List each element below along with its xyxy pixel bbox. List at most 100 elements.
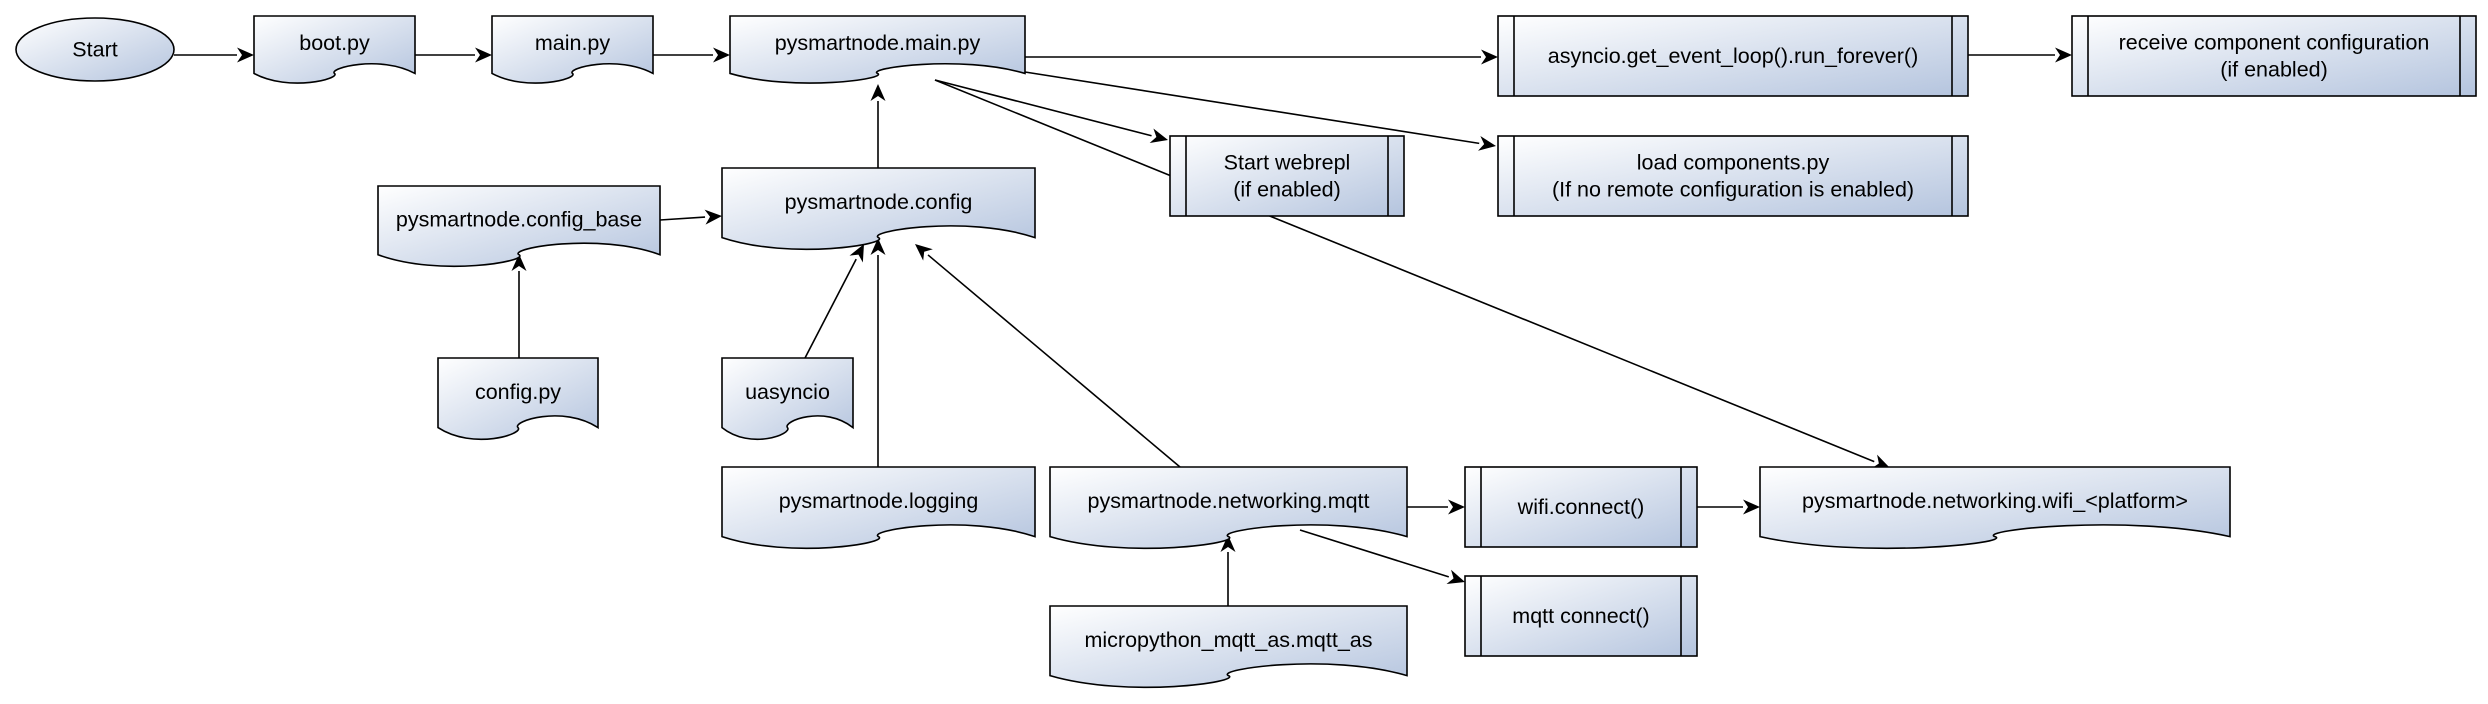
document-shape xyxy=(721,167,1036,251)
node-label: boot.py xyxy=(299,31,370,55)
arrowhead xyxy=(1478,135,1496,151)
document-shape xyxy=(1759,466,2231,550)
arrowhead xyxy=(237,47,254,63)
arrowhead xyxy=(2055,47,2072,63)
node-label: pysmartnode.config xyxy=(785,190,973,214)
process-shape xyxy=(2071,15,2477,97)
edge-config-py-to-config-base xyxy=(511,254,527,358)
document-shape xyxy=(377,185,661,268)
node-boot: boot.py xyxy=(253,15,416,84)
edges-layer xyxy=(174,47,2072,606)
document-shape xyxy=(253,15,416,84)
node-receive-config: receive component configuration (if enabl… xyxy=(2071,15,2477,97)
edge-boot-to-main xyxy=(415,47,492,63)
node-uasyncio: uasyncio xyxy=(721,357,854,441)
edge-config-base-to-psn-config xyxy=(659,209,722,225)
edge-psn-config-to-psn-main xyxy=(870,84,886,168)
edge-psn-main-to-run-forever xyxy=(1025,49,1498,65)
edge-line xyxy=(1024,71,1480,145)
node-label: pysmartnode.networking.wifi_<platform> xyxy=(1802,489,2188,513)
edge-net-mqtt-to-psn-config xyxy=(915,244,1181,468)
edge-mqtt-as-to-net-mqtt xyxy=(1220,535,1236,606)
edge-logging-to-psn-config xyxy=(870,238,886,467)
document-shape xyxy=(491,15,654,84)
edge-line xyxy=(934,79,1152,137)
node-config-base: pysmartnode.config_base xyxy=(377,185,661,268)
terminator-shape xyxy=(15,17,175,82)
edge-run-forever-to-receive-config xyxy=(1968,47,2072,63)
process-shape xyxy=(1169,135,1405,217)
edge-main-to-psn-main xyxy=(653,47,730,63)
process-shape xyxy=(1464,466,1698,548)
edge-net-mqtt-to-wifi-connect xyxy=(1407,499,1465,515)
node-label: pysmartnode.main.py xyxy=(775,31,981,55)
document-shape xyxy=(721,357,854,441)
node-label: Start xyxy=(72,38,117,62)
node-label: wifi.connect() xyxy=(1517,495,1645,519)
process-shape xyxy=(1497,15,1969,97)
arrowhead xyxy=(1743,499,1760,515)
edge-line xyxy=(659,216,706,221)
arrowhead xyxy=(1446,569,1465,585)
arrowhead xyxy=(870,238,886,255)
node-wifi-platform: pysmartnode.networking.wifi_<platform> xyxy=(1759,466,2231,550)
edge-line xyxy=(1299,529,1450,578)
arrowhead xyxy=(1220,535,1236,552)
node-label: pysmartnode.logging xyxy=(779,489,979,513)
node-load-components: load components.py (If no remote configur… xyxy=(1497,135,1969,217)
document-shape xyxy=(721,466,1036,550)
nodes-layer: Start boot.py main.py pysmartnode.main.py as… xyxy=(15,15,2477,689)
edge-wifi-connect-to-wifi-platform xyxy=(1697,499,1760,515)
node-label: mqtt connect() xyxy=(1512,604,1649,628)
node-webrepl: Start webrepl (if enabled) xyxy=(1169,135,1405,217)
node-start: Start xyxy=(15,17,175,82)
node-label: (if enabled) xyxy=(1233,178,1341,202)
node-net-mqtt: pysmartnode.networking.mqtt xyxy=(1049,466,1408,550)
document-shape xyxy=(1049,605,1408,689)
document-shape xyxy=(437,357,599,441)
node-label: pysmartnode.networking.mqtt xyxy=(1087,489,1369,513)
node-config-py: config.py xyxy=(437,357,599,441)
edge-line xyxy=(927,254,1181,468)
node-label: micropython_mqtt_as.mqtt_as xyxy=(1085,628,1373,652)
arrowhead xyxy=(1448,499,1465,515)
arrowhead xyxy=(1481,49,1498,65)
arrowhead xyxy=(1871,454,1890,469)
node-mqtt-connect: mqtt connect() xyxy=(1464,575,1698,657)
node-label: pysmartnode.config_base xyxy=(396,208,642,232)
node-wifi-connect: wifi.connect() xyxy=(1464,466,1698,548)
document-shape xyxy=(1049,466,1408,550)
node-psn-config: pysmartnode.config xyxy=(721,167,1036,251)
arrowhead xyxy=(713,47,730,63)
node-label: Start webrepl xyxy=(1224,151,1351,175)
edge-line xyxy=(934,79,1875,463)
edge-line xyxy=(804,258,857,359)
document-shape xyxy=(729,15,1026,84)
node-main: main.py xyxy=(491,15,654,84)
process-shape xyxy=(1497,135,1969,217)
arrowhead xyxy=(511,254,527,271)
node-logging: pysmartnode.logging xyxy=(721,466,1036,550)
process-shape xyxy=(1464,575,1698,657)
node-run-forever: asyncio.get_event_loop().run_forever() xyxy=(1497,15,1969,97)
arrowhead xyxy=(849,244,864,263)
edge-start-to-boot xyxy=(174,47,254,63)
node-label: config.py xyxy=(475,380,561,404)
arrowhead xyxy=(704,209,722,225)
arrowhead xyxy=(870,84,886,101)
edge-psn-main-to-wifi-platform xyxy=(934,79,1890,469)
node-psn-main: pysmartnode.main.py xyxy=(729,15,1026,84)
node-label: uasyncio xyxy=(745,380,830,404)
node-label: (If no remote configuration is enabled) xyxy=(1552,178,1914,202)
edge-psn-main-to-webrepl xyxy=(934,79,1168,144)
node-label: receive component configuration xyxy=(2119,31,2430,55)
edge-uasyncio-to-psn-config xyxy=(804,244,864,359)
arrowhead xyxy=(475,47,492,63)
node-label: asyncio.get_event_loop().run_forever() xyxy=(1548,44,1918,68)
edge-psn-main-to-load-components xyxy=(1024,71,1496,151)
node-mqtt-as: micropython_mqtt_as.mqtt_as xyxy=(1049,605,1408,689)
node-label: (if enabled) xyxy=(2220,58,2328,82)
arrowhead xyxy=(915,244,933,261)
node-label: load components.py xyxy=(1637,151,1830,175)
